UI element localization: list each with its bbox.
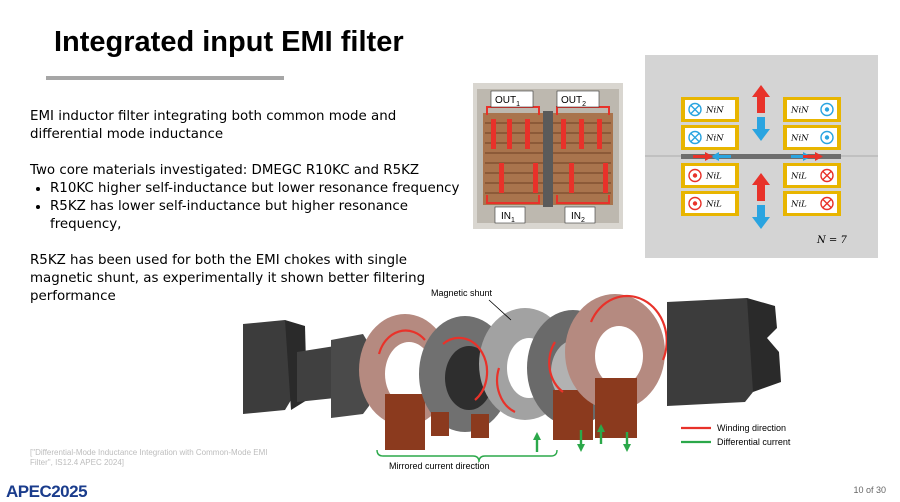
winding-direction-arrow-icon [377,294,668,413]
winding-label: NiL [705,200,722,210]
slide-title: Integrated input EMI filter [54,26,404,58]
legend: Winding direction Differential current [681,423,791,447]
differential-current-arrow-icon [533,424,631,452]
bullet-list: R10KC higher self-inductance but lower r… [30,180,460,234]
exploded-core-view: Magnetic shunt Mirrored current directio… [243,288,791,471]
page-number: 10 of 30 [853,485,886,495]
title-underline [46,76,284,80]
bullet-item: R5KZ has lower self-inductance but highe… [50,198,460,234]
apec-logo: APEC2025 [6,482,88,501]
winding-label: NiN [790,134,809,144]
winding-label: NiL [790,172,807,182]
winding-label: NiL [790,200,807,210]
magnetic-shunt-label: Magnetic shunt [431,288,493,298]
flux-arrow-up-icon [752,85,770,201]
winding-label: NiN [790,106,809,116]
current-into-page-icon [688,102,702,145]
turns-label: N = 7 [816,235,847,246]
legend-winding: Winding direction [717,423,786,433]
mirrored-current-label: Mirrored current direction [389,461,490,471]
winding-schematic: NiN NiN NiL NiL NiN NiN NiL NiL N = 7 [645,55,878,258]
prototype-photo: OUT1 OUT2 IN1 IN2 [473,83,623,229]
current-into-page-icon [820,168,834,211]
winding-label: NiN [705,106,724,116]
citation: ["Differential-Mode Inductance Integrati… [30,448,268,467]
materials-heading: Two core materials investigated: DMEGC R… [30,163,420,178]
shunt-flux-arrow-icon [693,152,823,161]
photo-label-out2: OUT2 [561,95,586,108]
winding-label: NiN [705,134,724,144]
current-out-of-page-icon [820,102,834,145]
photo-label-in1: IN1 [501,211,515,224]
photo-label-in2: IN2 [571,211,585,224]
photo-label-out1: OUT1 [495,95,520,108]
flux-arrow-down-icon [752,117,770,229]
winding-label: NiL [705,172,722,182]
conclusion-text: R5KZ has been used for both the EMI chok… [30,253,426,304]
slide-body: EMI inductor filter integrating both com… [30,108,460,324]
current-out-of-page-icon [688,168,702,211]
bullet-item: R10KC higher self-inductance but lower r… [50,180,460,198]
intro-text: EMI inductor filter integrating both com… [30,109,397,142]
legend-differential: Differential current [717,437,791,447]
